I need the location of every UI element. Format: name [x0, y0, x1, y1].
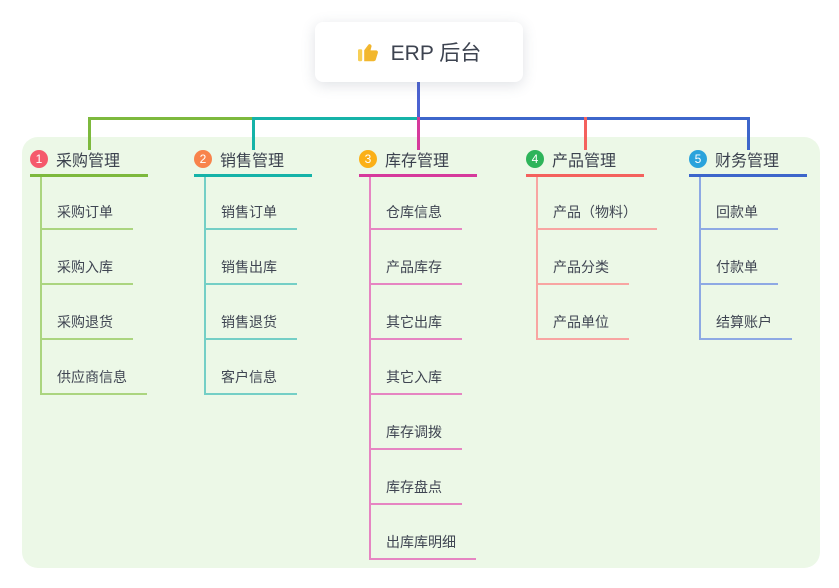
branch-trunk-line [204, 177, 206, 395]
branch-number-badge: 1 [30, 150, 48, 168]
mindmap-node[interactable]: 采购退货 [40, 312, 133, 340]
branch-trunk-line [369, 177, 371, 560]
branch-drop-line [252, 117, 255, 150]
branch-drop-line [584, 117, 587, 150]
branch-label: 库存管理 [385, 153, 450, 170]
mindmap-node[interactable]: 销售订单 [204, 202, 297, 230]
branch-label: 产品管理 [552, 153, 617, 170]
mindmap-node[interactable]: 产品库存 [369, 257, 462, 285]
branch-header-2[interactable]: 2 销售管理 [194, 147, 312, 171]
mindmap-node[interactable]: 销售出库 [204, 257, 297, 285]
branch-trunk-line [699, 177, 701, 340]
branch-drop-line [88, 117, 91, 150]
branch-underline [359, 174, 477, 177]
mindmap-node[interactable]: 库存调拨 [369, 422, 462, 450]
branch-trunk-line [40, 177, 42, 395]
root-node[interactable]: ERP 后台 [315, 22, 523, 82]
branch-label: 采购管理 [56, 153, 121, 170]
mindmap-node[interactable]: 其它出库 [369, 312, 462, 340]
branch-number-badge: 4 [526, 150, 544, 168]
mindmap-node[interactable]: 销售退货 [204, 312, 297, 340]
bus-line [252, 117, 420, 120]
branch-header-5[interactable]: 5 财务管理 [689, 147, 807, 171]
branch-drop-line [417, 117, 420, 150]
branch-label: 财务管理 [715, 153, 780, 170]
branch-header-4[interactable]: 4 产品管理 [526, 147, 644, 171]
root-label: ERP 后台 [390, 42, 482, 65]
branch-label: 销售管理 [220, 153, 285, 170]
mindmap-node[interactable]: 库存盘点 [369, 477, 462, 505]
branch-underline [526, 174, 644, 177]
branch-drop-line [747, 117, 750, 150]
mindmap-node[interactable]: 出库库明细 [369, 532, 476, 560]
mindmap-node[interactable]: 客户信息 [204, 367, 297, 395]
mindmap-node[interactable]: 产品单位 [536, 312, 629, 340]
mindmap-node[interactable]: 其它入库 [369, 367, 462, 395]
branch-number-badge: 2 [194, 150, 212, 168]
branch-header-3[interactable]: 3 库存管理 [359, 147, 477, 171]
branch-header-1[interactable]: 1 采购管理 [30, 147, 148, 171]
branch-underline [194, 174, 312, 177]
background-panel [22, 137, 820, 568]
branch-number-badge: 3 [359, 150, 377, 168]
branch-number-badge: 5 [689, 150, 707, 168]
mindmap-node[interactable]: 仓库信息 [369, 202, 462, 230]
mindmap-node[interactable]: 采购订单 [40, 202, 133, 230]
mindmap-node[interactable]: 产品分类 [536, 257, 629, 285]
bus-line [88, 117, 255, 120]
mindmap-node[interactable]: 回款单 [699, 202, 778, 230]
root-stem-line [417, 82, 420, 120]
bus-line [417, 117, 750, 120]
mindmap-node[interactable]: 结算账户 [699, 312, 792, 340]
mindmap-node[interactable]: 产品（物料） [536, 202, 657, 230]
branch-underline [30, 174, 148, 177]
branch-underline [689, 174, 807, 177]
thumbs-up-icon [357, 40, 381, 64]
mindmap-node[interactable]: 供应商信息 [40, 367, 147, 395]
mindmap-node[interactable]: 付款单 [699, 257, 778, 285]
mindmap-node[interactable]: 采购入库 [40, 257, 133, 285]
branch-trunk-line [536, 177, 538, 340]
